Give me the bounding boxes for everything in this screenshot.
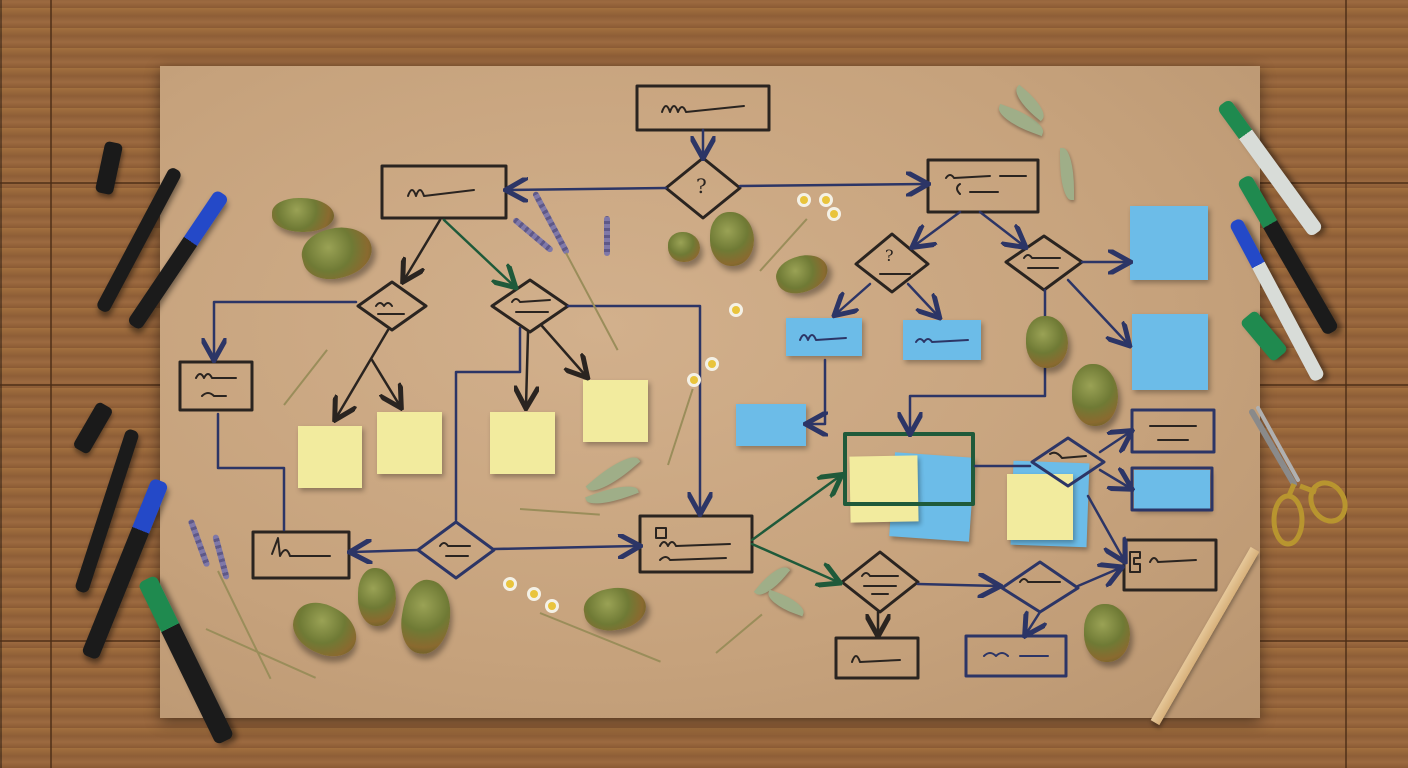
- wood-seam: [1345, 0, 1347, 768]
- sage-leaf: [1060, 148, 1074, 200]
- sticky-note-yellow: [1007, 474, 1073, 540]
- chamomile-flower: [530, 590, 538, 598]
- sticky-note-blue: [786, 318, 862, 356]
- chamomile-flower: [732, 306, 740, 314]
- lavender-sprig: [604, 216, 610, 256]
- cannabis-bud: [668, 232, 700, 262]
- chamomile-flower: [708, 360, 716, 368]
- sticky-note-blue: [1130, 206, 1208, 280]
- chamomile-flower: [822, 196, 830, 204]
- question-mark: ?: [885, 246, 894, 265]
- chamomile-flower: [800, 196, 808, 204]
- chamomile-flower: [548, 602, 556, 610]
- chamomile-flower: [830, 210, 838, 218]
- sticky-note-blue: [736, 404, 806, 446]
- cannabis-bud: [358, 568, 396, 626]
- wood-seam: [50, 0, 52, 768]
- scissors: [1249, 406, 1348, 547]
- sticky-note-blue: [1134, 470, 1210, 510]
- sticky-note-yellow: [490, 412, 555, 474]
- cannabis-bud: [710, 212, 754, 266]
- cannabis-bud: [272, 198, 334, 232]
- question-mark: ?: [696, 174, 707, 198]
- sticky-note-yellow: [298, 426, 362, 488]
- sticky-note-yellow: [583, 380, 648, 442]
- sticky-note-yellow: [377, 412, 442, 474]
- sticky-note-blue: [1132, 314, 1208, 390]
- chamomile-flower: [506, 580, 514, 588]
- cannabis-bud: [1084, 604, 1130, 662]
- cannabis-bud: [1026, 316, 1068, 368]
- cannabis-bud: [1072, 364, 1118, 426]
- chamomile-flower: [690, 376, 698, 384]
